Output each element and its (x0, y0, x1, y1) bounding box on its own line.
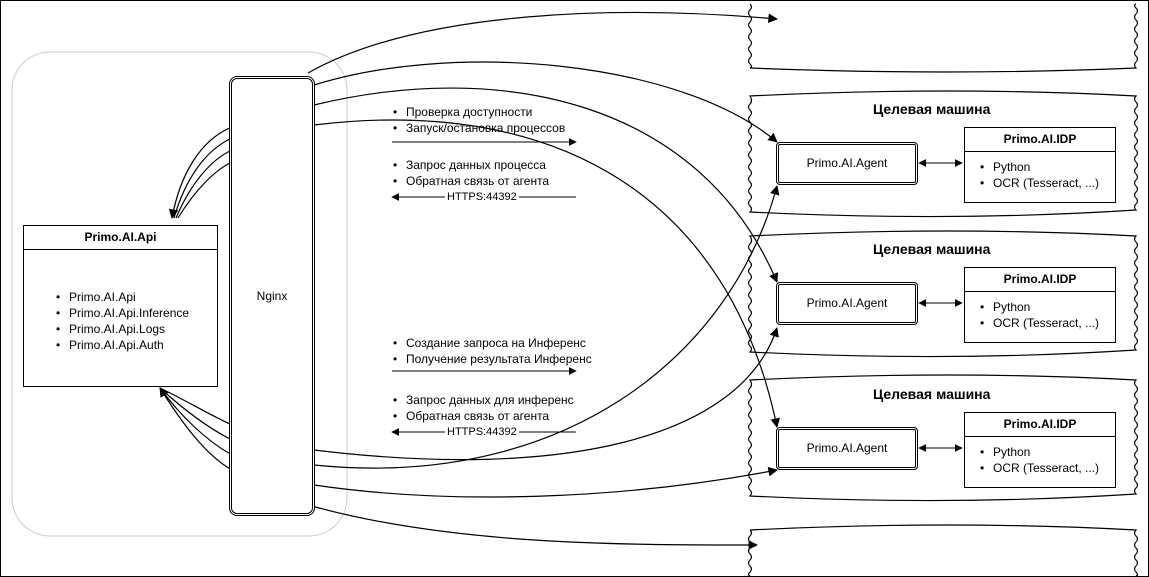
lower-outgoing-list: Создание запроса на Инференс Получение р… (390, 335, 592, 367)
flow-item: Запрос данных процесса (390, 157, 549, 173)
nginx-to-machines-curves (307, 11, 780, 550)
nginx-node: Nginx (229, 76, 315, 516)
upper-incoming-list: Запрос данных процесса Обратная связь от… (390, 157, 549, 189)
lower-protocol-label: HTTPS:44392 (445, 426, 519, 438)
nginx-label: Nginx (256, 289, 288, 303)
idp-items: Python OCR (Tesseract, ...) (977, 159, 1099, 191)
api-box: Primo.AI.Api Primo.AI.Api Primo.AI.Api.I… (23, 225, 218, 387)
flow-item: Обратная связь от агента (390, 408, 574, 424)
idp-item: OCR (Tesseract, ...) (977, 460, 1099, 476)
api-item: Primo.AI.Api.Auth (53, 337, 189, 353)
idp-item: Python (977, 444, 1099, 460)
agent-label: Primo.AI.Agent (806, 156, 888, 170)
machine-title: Целевая машина (873, 241, 991, 257)
api-gateway-zone (11, 51, 348, 537)
flow-item: Проверка доступности (390, 104, 565, 120)
machine-title: Целевая машина (873, 101, 991, 117)
machine-title: Целевая машина (873, 386, 991, 402)
idp-item: Python (977, 299, 1099, 315)
idp-item: Python (977, 159, 1099, 175)
machine-boundary-top-partial (747, 3, 1139, 73)
agent-label: Primo.AI.Agent (806, 296, 888, 310)
idp-box: Primo.AI.IDP Python OCR (Tesseract, ...) (964, 127, 1116, 203)
idp-box: Primo.AI.IDP Python OCR (Tesseract, ...) (964, 267, 1116, 343)
api-item: Primo.AI.Api.Inference (53, 305, 189, 321)
idp-box: Primo.AI.IDP Python OCR (Tesseract, ...) (964, 412, 1116, 488)
agent-node: Primo.AI.Agent (776, 427, 918, 470)
flow-item: Создание запроса на Инференс (390, 335, 592, 351)
idp-title: Primo.AI.IDP (965, 413, 1115, 437)
api-inbound-curves-bottom (159, 387, 233, 471)
api-items: Primo.AI.Api Primo.AI.Api.Inference Prim… (53, 289, 189, 353)
agent-node: Primo.AI.Agent (776, 282, 918, 325)
idp-title: Primo.AI.IDP (965, 128, 1115, 152)
idp-items: Python OCR (Tesseract, ...) (977, 299, 1099, 331)
machine-boundary-bottom-partial (747, 524, 1139, 577)
flow-item: Запрос данных для инференс (390, 392, 574, 408)
api-inbound-curves-top (168, 126, 233, 219)
api-item: Primo.AI.Api.Logs (53, 321, 189, 337)
idp-items: Python OCR (Tesseract, ...) (977, 444, 1099, 476)
lower-incoming-list: Запрос данных для инференс Обратная связ… (390, 392, 574, 424)
idp-title: Primo.AI.IDP (965, 268, 1115, 292)
agent-node: Primo.AI.Agent (776, 142, 918, 185)
idp-item: OCR (Tesseract, ...) (977, 175, 1099, 191)
api-title: Primo.AI.Api (24, 226, 217, 250)
upper-protocol-label: HTTPS:44392 (445, 191, 519, 203)
idp-item: OCR (Tesseract, ...) (977, 315, 1099, 331)
flow-item: Запуск/остановка процессов (390, 120, 565, 136)
upper-outgoing-list: Проверка доступности Запуск/остановка пр… (390, 104, 565, 136)
api-item: Primo.AI.Api (53, 289, 189, 305)
agent-label: Primo.AI.Agent (806, 441, 888, 455)
flow-item: Обратная связь от агента (390, 173, 549, 189)
flow-item: Получение результата Инференс (390, 351, 592, 367)
agent-idp-links (918, 159, 963, 452)
